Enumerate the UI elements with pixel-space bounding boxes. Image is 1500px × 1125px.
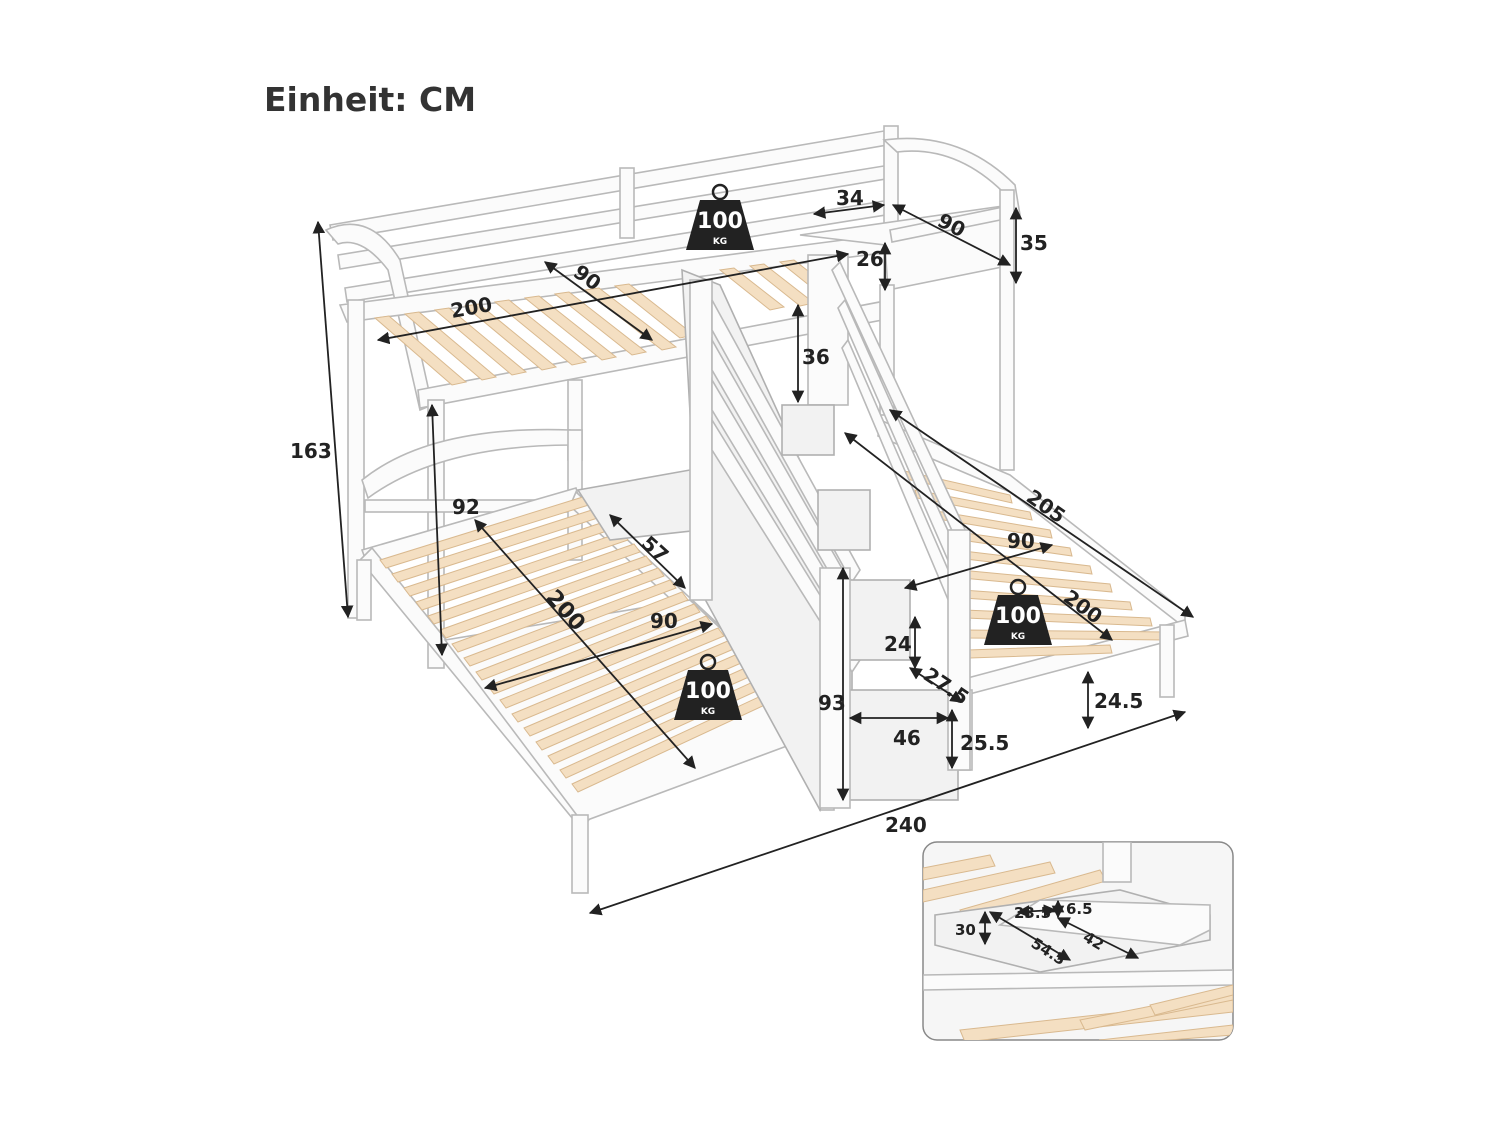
- weight-unit: KG: [713, 237, 727, 247]
- inset-slot-b: 6.5: [1066, 900, 1093, 918]
- weight-unit: KG: [1011, 632, 1025, 642]
- dim-stair-width: 46: [893, 726, 921, 750]
- dim-bottom-step: 25.5: [960, 731, 1009, 755]
- weight-value: 100: [697, 209, 743, 234]
- unit-title: Einheit: CM: [264, 80, 477, 119]
- weight-badge-left: 100 KG: [674, 653, 742, 720]
- dim-left-width: 90: [650, 609, 678, 633]
- dim-platform-depth: 34: [836, 186, 864, 210]
- weight-badge-top: 100 KG: [686, 183, 754, 250]
- dim-total-height: 163: [290, 439, 332, 463]
- weight-value: 100: [995, 604, 1041, 629]
- dim-right-width: 90: [1007, 529, 1035, 553]
- dim-step-height: 24: [884, 632, 912, 656]
- dimension-lines: [312, 200, 1195, 916]
- dim-stair-height: 93: [818, 691, 846, 715]
- inset-height: 30: [955, 921, 976, 939]
- dim-total-length: 240: [885, 813, 927, 837]
- dim-platform-step: 26: [856, 247, 884, 271]
- weight-value: 100: [685, 679, 731, 704]
- weight-unit: KG: [701, 707, 715, 717]
- drawer-detail-inset: 30 23.5 6.5 54.5 42: [922, 841, 1234, 1041]
- dim-left-bed-height: 92: [452, 495, 480, 519]
- weight-badge-right: 100 KG: [984, 578, 1052, 645]
- dim-right-bed-height: 24.5: [1094, 689, 1143, 713]
- dim-stair-rail-gap: 36: [802, 345, 830, 369]
- dim-rail-height: 35: [1020, 231, 1048, 255]
- inset-slot-a: 23.5: [1014, 904, 1051, 922]
